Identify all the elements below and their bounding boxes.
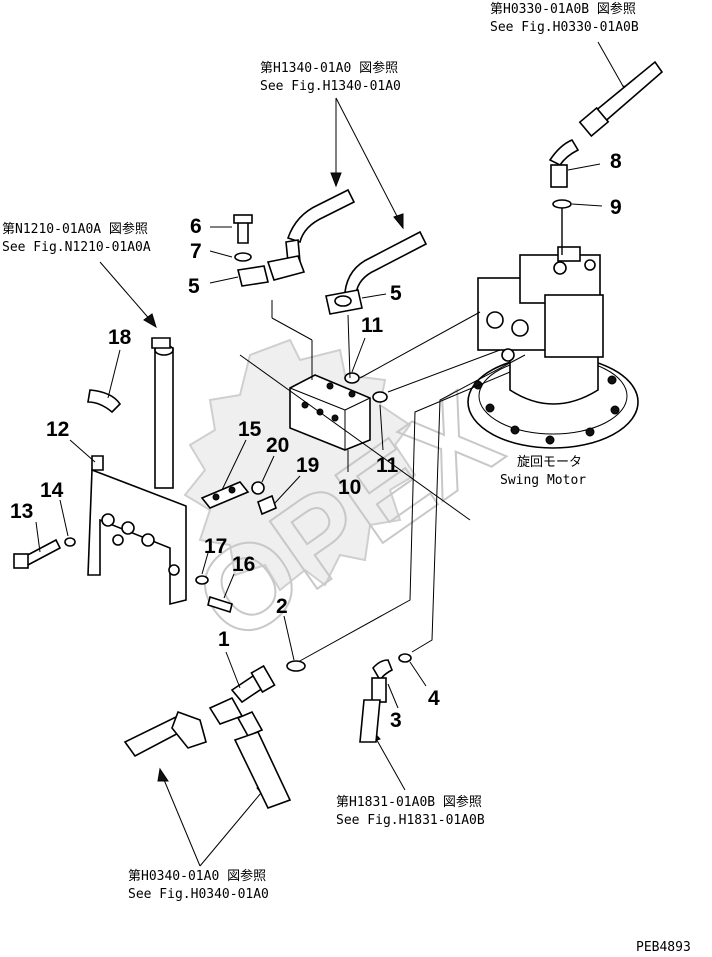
part-number-9: 9 [610, 196, 622, 219]
part-number-11-lower: 11 [376, 454, 399, 477]
swing-motor [467, 246, 639, 449]
part-number-14: 14 [40, 479, 64, 502]
ref-h0330-jp: 第H0330-01A0B 図参照 [490, 1, 636, 17]
part-number-2: 2 [276, 595, 288, 618]
motor-label-en: Swing Motor [500, 473, 586, 488]
part-number-labels: 1 2 3 4 5 5 6 7 8 9 10 11 11 12 13 14 15… [10, 150, 622, 732]
part-number-1: 1 [218, 628, 230, 651]
part-number-6: 6 [190, 215, 202, 238]
connection-lines [239, 300, 526, 663]
part-number-18: 18 [108, 326, 132, 349]
part-number-20: 20 [266, 434, 289, 457]
part-number-12: 12 [46, 418, 69, 441]
ref-h1831-en: See Fig.H1831-01A0B [336, 813, 485, 828]
hoses [233, 60, 664, 315]
ref-h0340-en: See Fig.H0340-01A0 [128, 887, 269, 902]
leader-lines [35, 163, 603, 709]
bracket-assembly [13, 337, 277, 614]
ref-h0330-en: See Fig.H0330-01A0B [490, 20, 639, 35]
ref-h1340-en: See Fig.H1340-01A0 [260, 79, 401, 94]
part-number-5-right: 5 [390, 282, 402, 305]
part-number-16: 16 [232, 553, 255, 576]
part-number-8: 8 [610, 150, 622, 173]
part-number-19: 19 [296, 454, 319, 477]
part-number-4: 4 [428, 687, 440, 710]
page-code: PEB4893 [636, 940, 691, 955]
part-number-11-upper: 11 [361, 314, 384, 337]
ref-n1210-jp: 第N1210-01A0A 図参照 [2, 221, 148, 237]
ref-h1340-jp: 第H1340-01A0 図参照 [260, 60, 398, 76]
part-number-5-left: 5 [188, 275, 200, 298]
ref-h0340-jp: 第H0340-01A0 図参照 [128, 868, 266, 884]
part-number-15: 15 [238, 418, 262, 441]
part-number-3: 3 [390, 709, 402, 732]
part-number-7: 7 [190, 240, 202, 263]
lower-fittings [123, 653, 412, 809]
part-number-17: 17 [204, 535, 227, 558]
ref-n1210-en: See Fig.N1210-01A0A [2, 240, 151, 255]
manifold-block [289, 372, 388, 451]
part-number-13: 13 [10, 500, 33, 523]
part-number-10: 10 [338, 476, 361, 499]
motor-label-jp: 旋回モータ [517, 455, 582, 470]
ref-h1831-jp: 第H1831-01A0B 図参照 [336, 794, 482, 810]
